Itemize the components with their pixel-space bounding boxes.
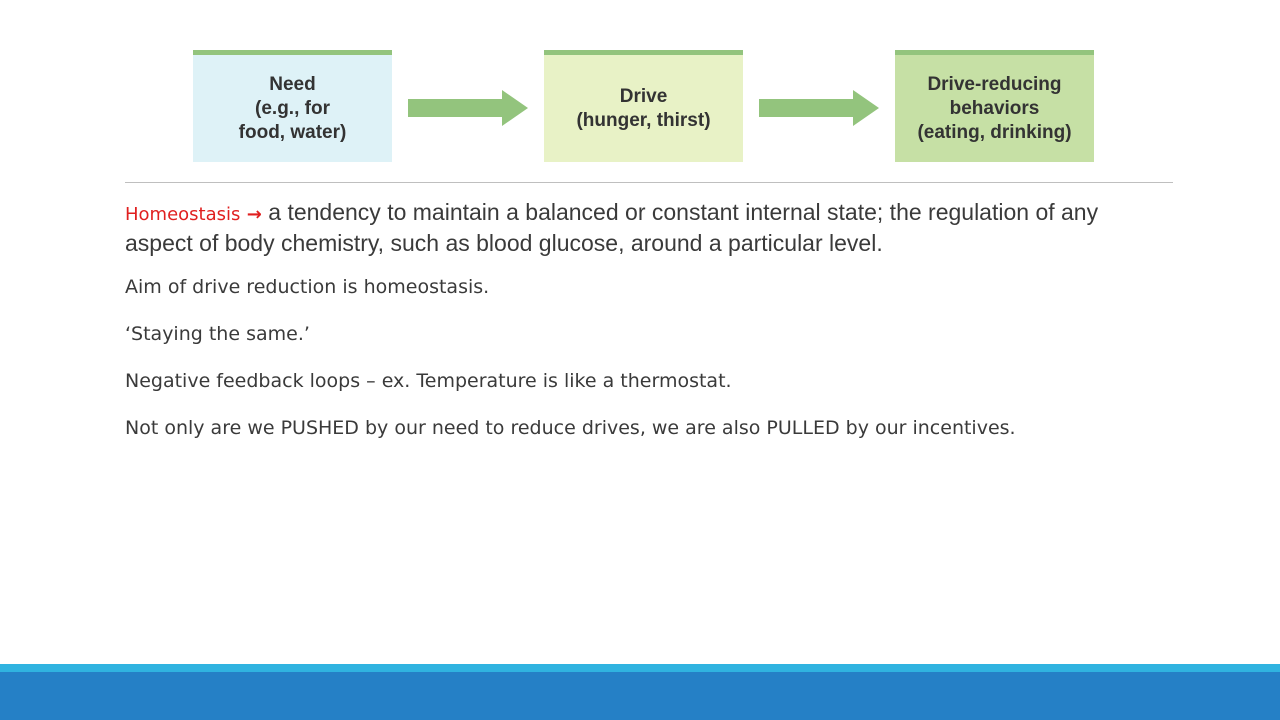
divider [125, 182, 1173, 183]
homeostasis-term: Homeostasis [125, 204, 241, 225]
need-box: Need (e.g., for food, water) [193, 50, 392, 162]
definition-text: a tendency to maintain a balanced or con… [125, 199, 1099, 256]
point-aim: Aim of drive reduction is homeostasis. [125, 276, 490, 298]
footer-accent-stripe [0, 664, 1280, 672]
slide-content: Homeostasis → a tendency to maintain a b… [125, 198, 1165, 460]
point-staying-same: ‘Staying the same.’ [125, 323, 310, 345]
drive-box: Drive (hunger, thirst) [544, 50, 743, 162]
need-box-label: Need (e.g., for food, water) [238, 73, 347, 143]
footer-main-stripe [0, 672, 1280, 720]
point-push-pull: Not only are we PUSHED by our need to re… [125, 417, 1016, 439]
drive-reducing-behaviors-box: Drive-reducing behaviors (eating, drinki… [895, 50, 1094, 162]
arrow-icon: → [246, 204, 262, 225]
homeostasis-definition: Homeostasis → a tendency to maintain a b… [125, 198, 1165, 258]
drive-box-label: Drive (hunger, thirst) [576, 85, 711, 131]
point-negative-feedback: Negative feedback loops – ex. Temperatur… [125, 370, 732, 392]
drive-reducing-behaviors-label: Drive-reducing behaviors (eating, drinki… [917, 73, 1072, 143]
footer-bar [0, 664, 1280, 720]
drive-reduction-diagram: Need (e.g., for food, water) Drive (hung… [0, 0, 1280, 180]
arrow-right-icon [759, 90, 879, 126]
arrow-right-icon [408, 90, 528, 126]
